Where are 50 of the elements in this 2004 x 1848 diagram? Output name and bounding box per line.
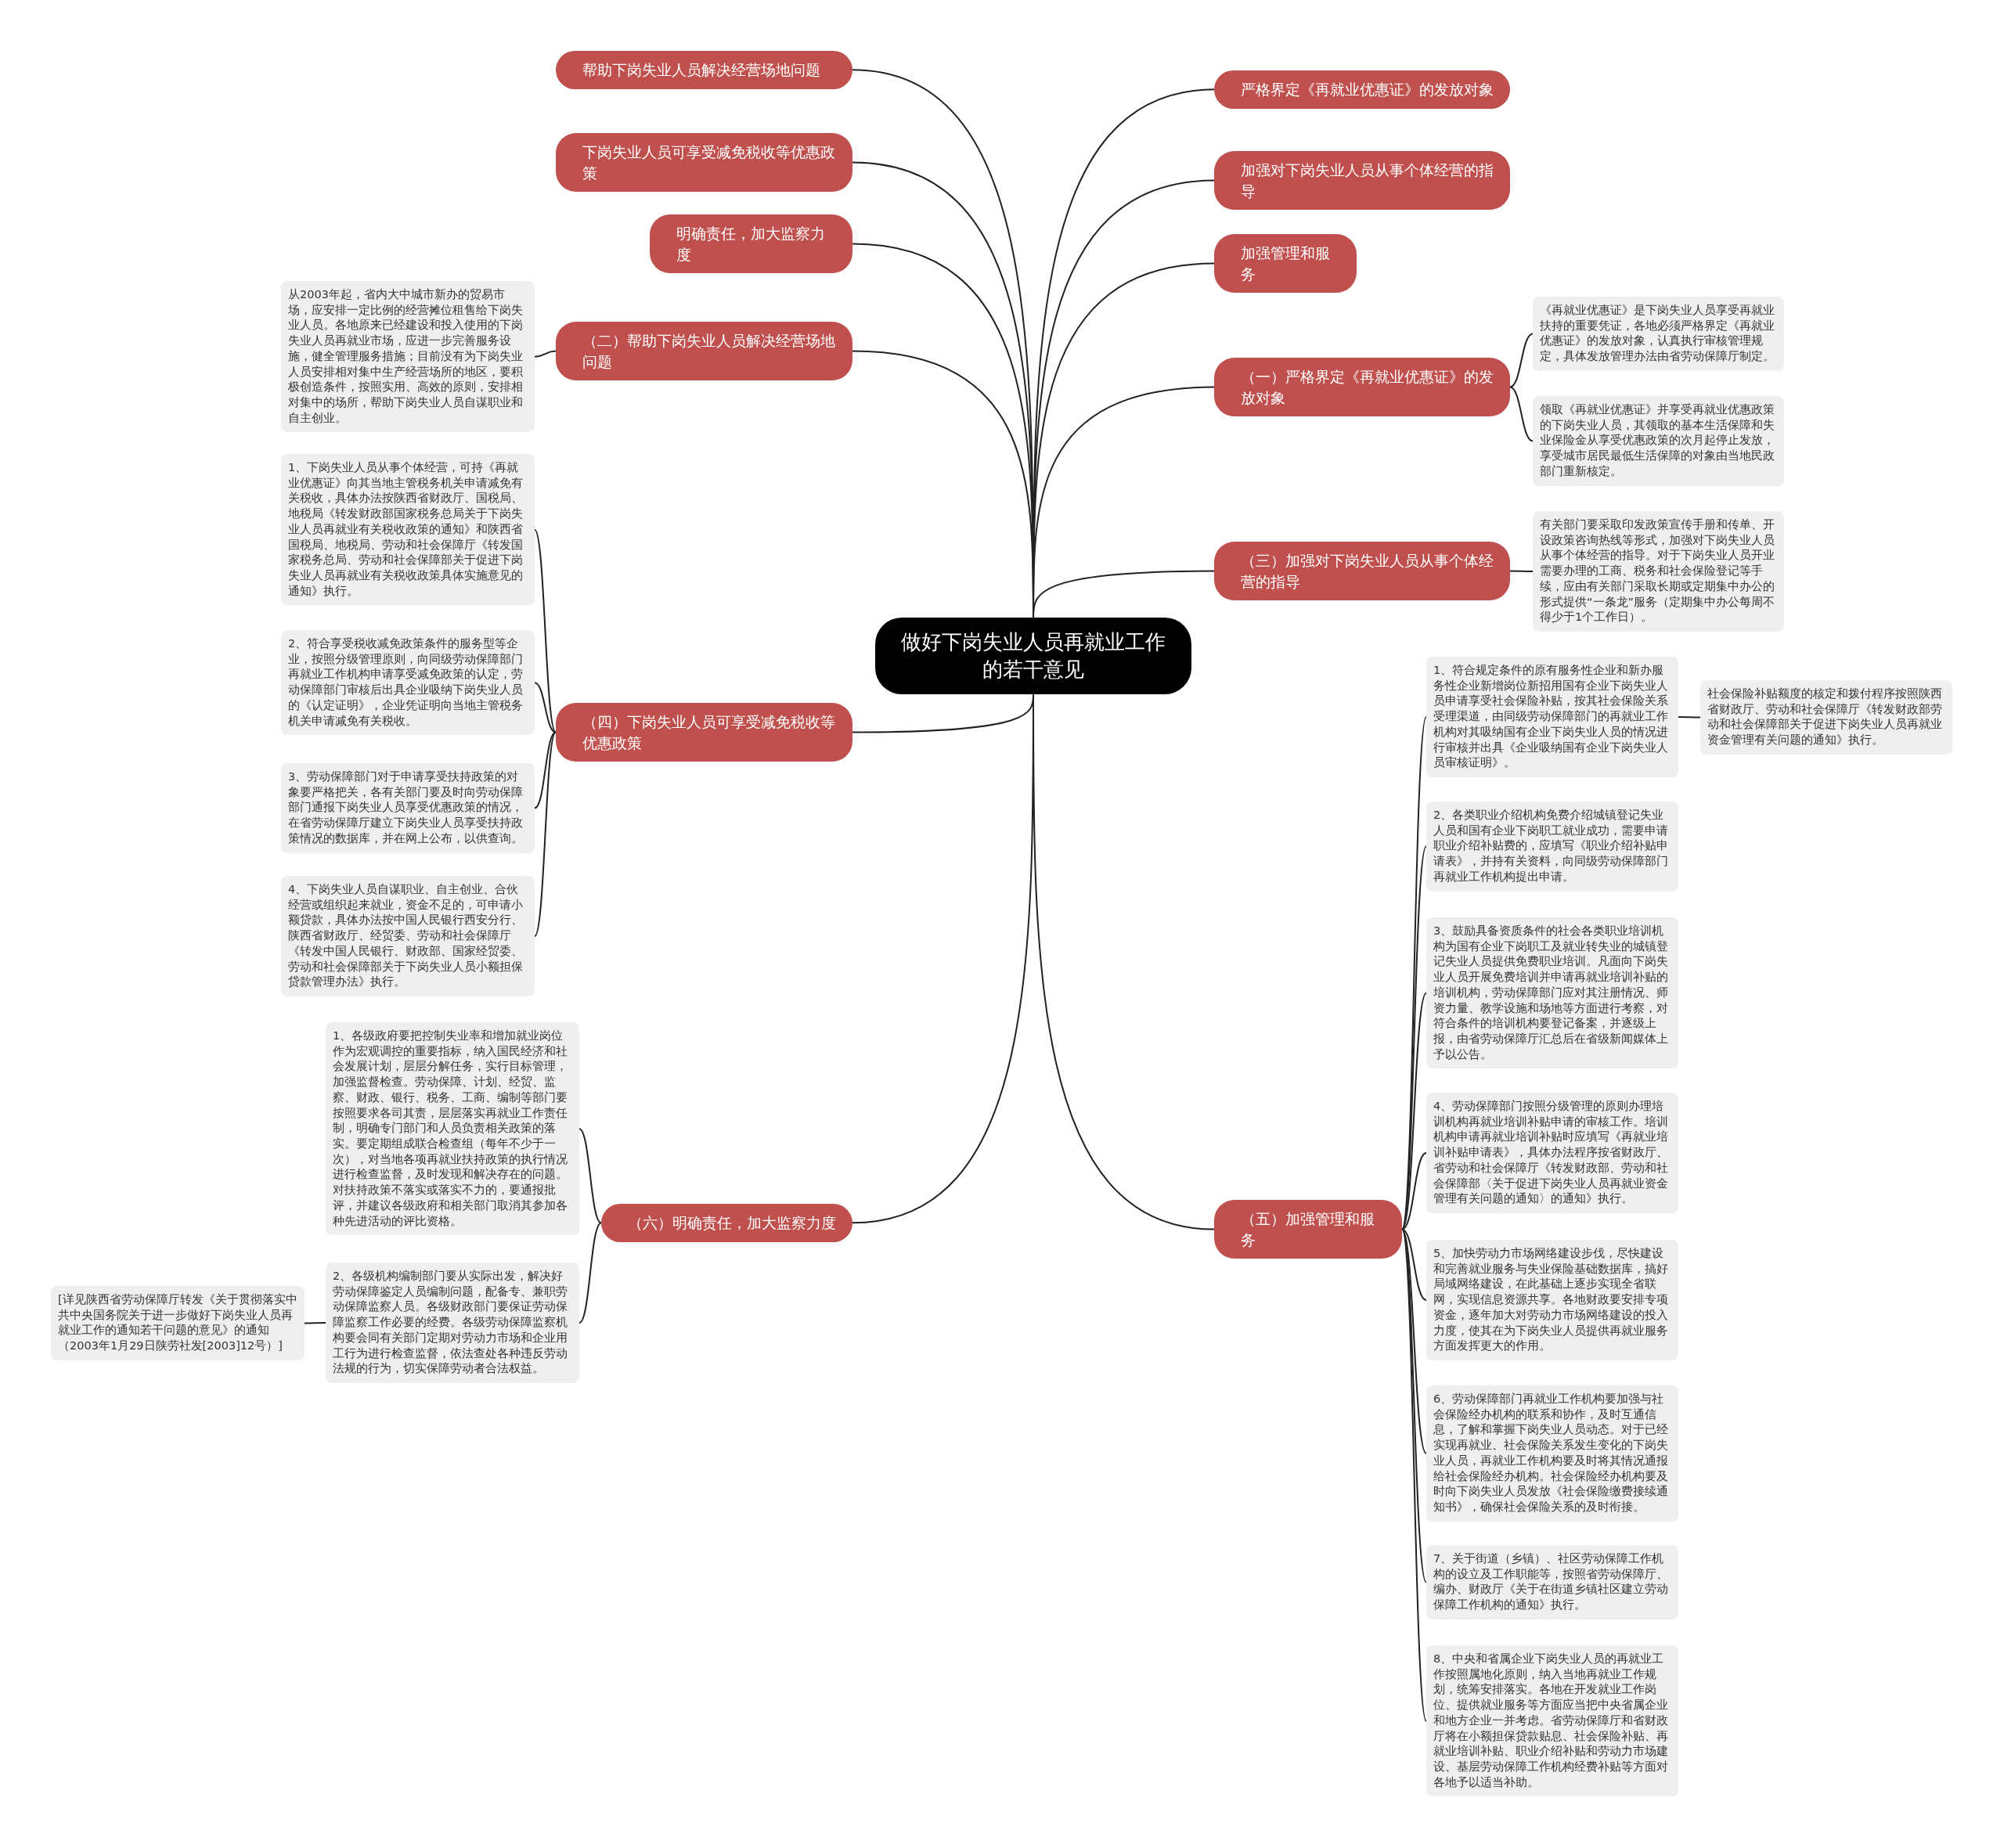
branch-topic: 帮助下岗失业人员解决经营场地问题 <box>556 51 852 89</box>
connector-line <box>1509 386 1534 442</box>
detail-note: 领取《再就业优惠证》并享受再就业优惠政策的下岗失业人员，其领取的基本生活保障和失业保险金从享受优惠政策的次月起停止发放，享受城市居民最低生活保障的对象由当地民政部门重新核定。 <box>1533 396 1784 486</box>
detail-note: 有关部门要采取印发政策宣传手册和传单、开设政策咨询热线等形式，加强对下岗失业人员从事个体经营的指导。对于下岗失业人员开业需要办理的工商、税务和社会保险登记等手续，应由有关部门采取长期或定期集中办公的形式提供“一条龙”服务（定期集中办公每周不得少于1个工作日）。 <box>1533 511 1784 632</box>
detail-note: 6、劳动保障部门再就业工作机构要加强与社会保险经办机构的联系和协作，及时互通信息，了解和掌握下岗失业人员动态。对于已经实现再就业、社会保险关系发生变化的下岗失业人员，再就业工作机构要及时将其情况通报给社会保险经办机构。社会保险经办机构要及时向下岗失业人员发放《社会保险缴费接续通知书》，确保社会保险关系的及时衔接。 <box>1426 1385 1678 1522</box>
connector-line <box>534 350 557 358</box>
detail-note: 1、下岗失业人员从事个体经营，可持《再就业优惠证》向其当地主管税务机关申请减免有关税收，具体办法按陕西省财政厅、国税局、地税局《转发财政部国家税务总局关于下岗失业人员再就业有关税收政策的通知》和陕西省国税局、地税局、劳动和社会保障厅《转发国家税务总局、劳动和社会保障部关于促进下岗失业人员再就业有关税收政策具体实施意见的通知》执行。 <box>281 454 535 606</box>
central-topic: 做好下岗失业人员再就业工作的若干意见 <box>875 618 1191 695</box>
detail-note: 5、加快劳动力市场网络建设步伐，尽快建设和完善就业服务与失业保险基础数据库，搞好局域网络建设，在此基础上逐步实现全省联网，实现信息资源共享。各地财政要安排专项资金，逐年加大对劳动力市场网络建设的投入力度，使其在为下岗失业人员提供再就业服务方面发挥更大的作用。 <box>1426 1240 1678 1361</box>
detail-note: 1、各级政府要把控制失业率和增加就业岗位作为宏观调控的重要指标，纳入国民经济和社会发展计划，层层分解任务，实行目标管理，加强监督检查。劳动保障、计划、经贸、监察、财政、银行、税务、工商、编制等部门要按照要求各司其责，层层落实再就业工作责任制，明确专门部门和人员负责相关政策的落实。要定期组成联合检查组（每年不少于一次），对当地各项再就业扶持政策的执行情况进行检查监督，及时发现和解决存在的问题。对扶持政策不落实或落实不力的，要通报批评，并建议各级政府和相关部门取消其参加各种先进活动的评比资格。 <box>326 1022 579 1236</box>
branch-topic: （二）帮助下岗失业人员解决经营场地问题 <box>556 322 852 381</box>
connector-line <box>1401 1228 1427 1454</box>
connector-line <box>304 1322 326 1324</box>
detail-note: 2、各类职业介绍机构免费介绍城镇登记失业人员和国有企业下岗职工就业成功，需要申请职业介绍补贴费的，应填写《职业介绍补贴申请表》，并持有关资料，向同级劳动保障部门再就业工作机构提出申请。 <box>1426 802 1678 892</box>
detail-note: 社会保险补贴额度的核定和拨付程序按照陕西省财政厅、劳动和社会保障厅《转发财政部劳动和社会保障部关于促进下岗失业人员再就业资金管理有关问题的通知》执行。 <box>1700 680 1952 755</box>
detail-note: [详见陕西省劳动保障厅转发《关于贯彻落实中共中央国务院关于进一步做好下岗失业人员再就业工作的通知若干问题的意见》的通知（2003年1月29日陕劳社发[2003]12号）] <box>51 1286 305 1360</box>
detail-note: 4、劳动保障部门按照分级管理的原则办理培训机构再就业培训补贴申请的审核工作。培训机构申请再就业培训补贴时应填写《再就业培训补贴申请表》，具体办法程序按省财政厅、省劳动和社会保障厅《转发财政部、劳动和社会保障部〈关于促进下岗失业人员再就业资金管理有关问题的通知〉的通知》执行。 <box>1426 1093 1678 1214</box>
branch-topic: 加强管理和服务 <box>1214 234 1357 294</box>
connector-line <box>534 682 557 733</box>
branch-topic: （五）加强管理和服务 <box>1214 1200 1402 1259</box>
branch-topic: 加强对下岗失业人员从事个体经营的指导 <box>1214 151 1510 211</box>
detail-note: 3、鼓励具备资质条件的社会各类职业培训机构为国有企业下岗职工及就业转失业的城镇登记失业人员提供免费职业培训。凡面向下岗失业人员开展免费培训并申请再就业培训补贴的培训机构，劳动保障部门应对其注册情况、师资力量、教学设施和场地等方面进行考察，对符合条件的培训机构要登记备案，并逐级上报，由省劳动保障厅汇总后在省级新闻媒体上予以公告。 <box>1426 917 1678 1069</box>
branch-topic: （三）加强对下岗失业人员从事个体经营的指导 <box>1214 542 1510 601</box>
branch-topic: （六）明确责任，加大监察力度 <box>601 1204 852 1242</box>
detail-note: 2、各级机构编制部门要从实际出发，解决好劳动保障鉴定人员编制问题，配备专、兼职劳动保障监察人员。各级财政部门要保证劳动保障监察工作必要的经费。各级劳动保障监察机构要会同有关部门定期对劳动力市场和企业用工行为进行检查监督，依法查处各种违反劳动法规的行为，切实保障劳动者合法权益。 <box>326 1263 579 1384</box>
connector-line <box>578 1128 602 1224</box>
connector-line <box>1401 1152 1427 1230</box>
connector-line <box>1509 333 1534 388</box>
connector-line <box>578 1222 602 1324</box>
branch-topic: 下岗失业人员可享受减免税收等优惠政策 <box>556 133 852 193</box>
detail-note: 从2003年起，省内大中城市新办的贸易市场，应安排一定比例的经营摊位租售给下岗失业人员。各地原来已经建设和投入使用的下岗失业人员再就业市场，应进一步完善服务设施，健全管理服务措施；目前没有为下岗失业人员安排相对集中生产经营场所的地区，要积极创造条件，按照实用、高效的原则，安排相对集中的场所，帮助下岗失业人员自谋职业和自主创业。 <box>281 281 535 433</box>
detail-note: 4、下岗失业人员自谋职业、自主创业、合伙经营或组织起来就业，资金不足的，可申请小额贷款，具体办法按中国人民银行西安分行、陕西省财政厅、经贸委、劳动和社会保障厅《转发中国人民银行、财政部、国家经贸委、劳动和社会保障部关于下岗失业人员小额担保贷款管理办法》执行。 <box>281 876 535 997</box>
connector-line <box>1401 992 1427 1230</box>
detail-note: 7、关于街道（乡镇）、社区劳动保障工作机构的设立及工作职能等，按照省劳动保障厅、编办、财政厅《关于在街道乡镇社区建立劳动保障工作机构的通知》执行。 <box>1426 1545 1678 1619</box>
connector-line <box>1678 716 1701 719</box>
connector-line <box>534 731 557 809</box>
connector-line <box>1033 570 1215 618</box>
detail-note: 《再就业优惠证》是下岗失业人员享受再就业扶持的重要凭证，各地必须严格界定《再就业优惠证》的发放对象，认真执行审核管理规定，具体发放管理办法由省劳动保障厅制定。 <box>1533 297 1784 371</box>
connector-line <box>534 731 557 937</box>
branch-topic: 严格界定《再就业优惠证》的发放对象 <box>1214 70 1510 109</box>
branch-topic: （四）下岗失业人员可享受减免税收等优惠政策 <box>556 703 852 762</box>
detail-note: 3、劳动保障部门对于申请享受扶持政策的对象要严格把关，各有关部门要及时向劳动保障部门通报下岗失业人员享受优惠政策的情况，在省劳动保障厅建立下岗失业人员享受扶持政策情况的数据库，并在网上公布，以供查询。 <box>281 763 535 853</box>
connector-line <box>1509 570 1534 572</box>
connector-line <box>1401 1228 1427 1301</box>
connector-line <box>534 528 557 733</box>
detail-note: 8、中央和省属企业下岗失业人员的再就业工作按照属地化原则，纳入当地再就业工作规划，统筹安排落实。各地在开发就业工作岗位、提供就业服务等方面应当把中央省属企业和地方企业一并考虑。省劳动保障厅和省财政厅将在小额担保贷款贴息、社会保险补贴、再就业培训补贴、职业介绍补贴和劳动力市场建设、基层劳动保障工作机构经费补贴等方面对各地予以适当补助。 <box>1426 1645 1678 1797</box>
branch-topic: 明确责任，加大监察力度 <box>650 214 852 274</box>
detail-note: 2、符合享受税收减免政策条件的服务型等企业，按照分级管理原则，向同级劳动保障部门再就业工作机构申请享受减免政策的认定，劳动保障部门审核后出具企业吸纳下岗失业人员的《认定证明》，企业凭证明向当地主管税务机关申请减免有关税收。 <box>281 630 535 736</box>
branch-topic: （一）严格界定《再就业优惠证》的发放对象 <box>1214 358 1510 417</box>
detail-note: 1、符合规定条件的原有服务性企业和新办服务性企业新增岗位新招用国有企业下岗失业人员申请享受社会保险补贴，按其社会保险关系受理渠道，由同级劳动保障部门的再就业工作机构对其吸纳国有企业下岗失业人员的情况进行审核并出具《企业吸纳国有企业下岗失业人员审核证明》。 <box>1426 657 1678 778</box>
